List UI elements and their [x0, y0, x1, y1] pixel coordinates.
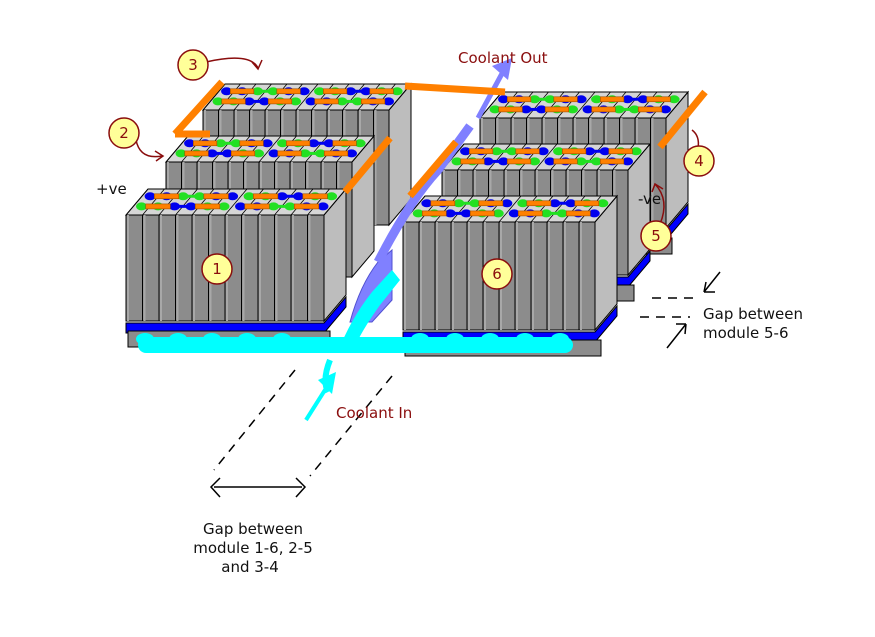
cell-busbar [194, 203, 221, 210]
cell-busbar [267, 98, 293, 105]
cell-busbar [154, 193, 180, 200]
cell-busbar [553, 96, 578, 103]
gap-1-6-label-line1: Gap between [203, 520, 303, 538]
cell-busbar [203, 193, 229, 200]
cell-busbar [565, 210, 591, 217]
coolant-in-arrow [304, 380, 332, 422]
module-marker-5: 5 [640, 220, 672, 252]
cell-busbar [574, 200, 600, 207]
cell-busbar [184, 150, 209, 157]
module-number-3: 3 [188, 56, 198, 74]
cell-busbar [506, 158, 532, 165]
cell-busbar [469, 210, 495, 217]
cell-busbar [608, 148, 633, 155]
gap-1-6-label-line2: module 1-6, 2-5 [193, 539, 313, 557]
module-marker-4: 4 [683, 145, 715, 177]
coolant-out-arrowhead [492, 58, 512, 80]
cell-busbar [314, 98, 339, 105]
negative-terminal-label: -ve [638, 190, 661, 208]
busbar-3-4 [404, 82, 506, 96]
cell-busbar [221, 98, 246, 105]
module-number-2: 2 [119, 124, 129, 142]
coolant-port [273, 333, 291, 345]
cell-busbar [544, 106, 570, 113]
module-marker-1: 1 [201, 253, 233, 285]
cell-busbar [591, 106, 616, 113]
module-marker-3: 3 [177, 49, 209, 81]
coolant-port [238, 333, 256, 345]
modules-layer [124, 82, 690, 357]
series-busbars [172, 79, 708, 199]
busbar-5-6 [407, 139, 459, 199]
module-marker-2: 2 [108, 117, 140, 149]
cell-busbar [498, 106, 523, 113]
cell-busbar [517, 210, 543, 217]
coolant-port [411, 333, 429, 345]
cell-busbar [145, 203, 171, 210]
cell-busbar [469, 148, 494, 155]
cell-busbar [332, 140, 357, 147]
cell-busbar [600, 96, 625, 103]
cell-busbar [515, 148, 540, 155]
coolant-port [446, 333, 464, 345]
coolant-out-label: Coolant Out [458, 49, 548, 67]
cell-busbar [507, 96, 532, 103]
module-number-5: 5 [651, 227, 661, 245]
cell-busbar [323, 88, 348, 95]
cell-busbar [230, 88, 255, 95]
module-number-1: 1 [212, 260, 222, 278]
cell-busbar [276, 88, 301, 95]
module-1 [124, 187, 348, 348]
busbar-1-2 [342, 135, 393, 195]
cell-busbar [286, 140, 311, 147]
battery-cell [307, 214, 325, 322]
cell-busbar [637, 106, 663, 113]
busbar-4-5 [657, 89, 708, 150]
coolant-in-label: Coolant In [336, 404, 412, 422]
gap-dimension-5-6 [640, 271, 721, 349]
cell-busbar [430, 200, 456, 207]
cell-busbar [460, 158, 485, 165]
coolant-port [136, 333, 154, 345]
coolant-port [481, 333, 499, 345]
module-markers: 1 2 3 4 5 6 [108, 49, 715, 290]
coolant-port [169, 333, 187, 345]
gap-dimension-1-6 [209, 369, 393, 498]
coolant-port [551, 333, 569, 345]
cell-busbar [230, 150, 256, 157]
cell-busbar [478, 200, 504, 207]
cell-busbar [277, 150, 302, 157]
coolant-inlet-pipe [136, 270, 573, 422]
cell-busbar [302, 193, 328, 200]
gap-5-6-label-line2: module 5-6 [703, 324, 788, 342]
module-marker-6: 6 [481, 258, 513, 290]
module-number-4: 4 [694, 152, 704, 170]
gap-5-6-label-line1: Gap between [703, 305, 803, 323]
cell-busbar [244, 203, 270, 210]
cell-busbar [360, 98, 386, 105]
cell-busbar [599, 158, 625, 165]
cell-busbar [193, 140, 218, 147]
gap-1-6-label-line3: and 3-4 [221, 558, 279, 576]
cell-busbar [293, 203, 320, 210]
cell-busbar [562, 148, 587, 155]
cell-busbar [526, 200, 552, 207]
positive-terminal-label: +ve [96, 180, 127, 198]
coolant-port [203, 333, 221, 345]
module-tray [125, 295, 347, 334]
cell-busbar [553, 158, 578, 165]
coolant-port [516, 333, 534, 345]
cell-busbar [421, 210, 447, 217]
coolant-in-arrowhead [318, 372, 336, 394]
battery-cell [578, 221, 596, 331]
cell-busbar [369, 88, 394, 95]
cell-busbar [323, 150, 349, 157]
cell-busbar [646, 96, 671, 103]
module-number-6: 6 [492, 265, 502, 283]
cell-busbar [239, 140, 264, 147]
busbar-2-3 [172, 79, 225, 137]
cell-busbar [253, 193, 279, 200]
